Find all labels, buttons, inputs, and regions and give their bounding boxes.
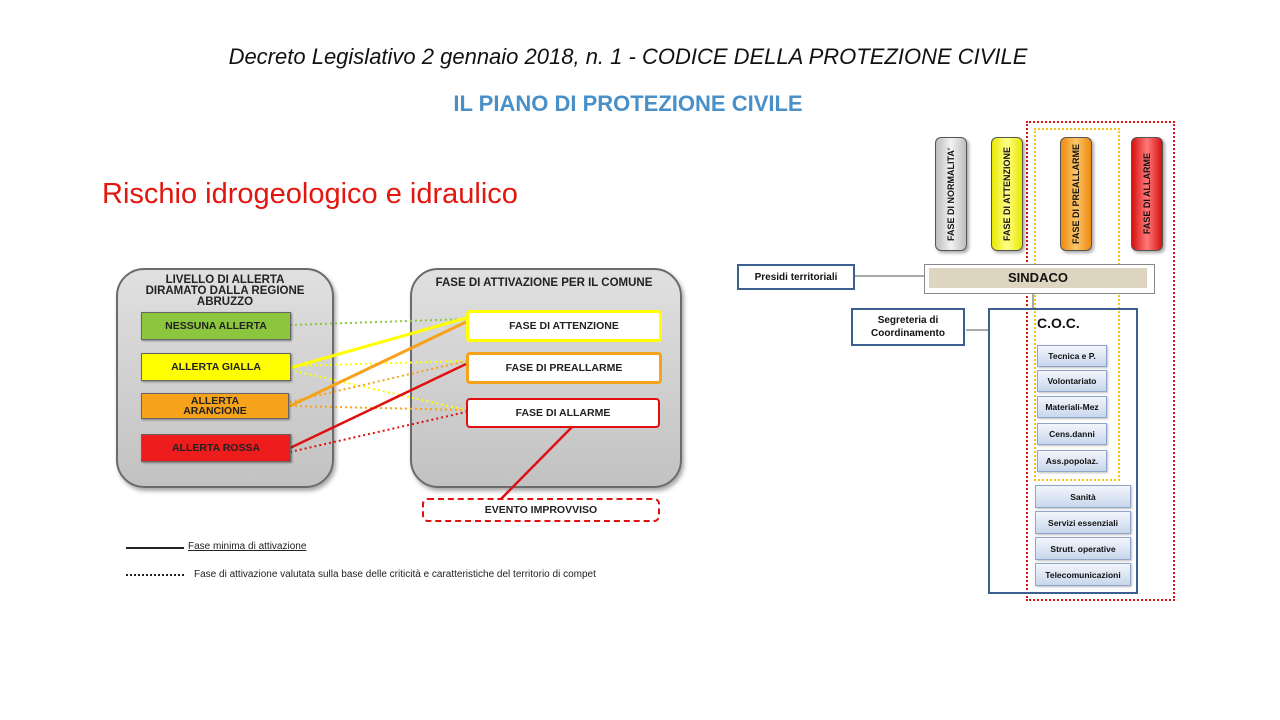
connector-yellow-alarm: [289, 369, 467, 411]
legend-dotted-text: Fase di attivazione valutata sulla base …: [194, 569, 596, 580]
coc-frame: [988, 308, 1138, 594]
connector-red-alarm: [289, 411, 467, 453]
alarm-scope-outline: [1026, 121, 1175, 601]
function-tecnica: Tecnica e P.: [1037, 345, 1107, 367]
org-phase-normal: FASE DI NORMALITA': [935, 137, 967, 251]
coc-label: C.O.C.: [1037, 315, 1080, 331]
connector-sudden-alarm: [499, 425, 574, 501]
alert-yellow-box: ALLERTA GIALLA: [141, 353, 291, 381]
function-assistenza-popolazione: Ass.popolaz.: [1037, 450, 1107, 472]
connector-none-attention: [289, 318, 467, 326]
function-servizi-essenziali: Servizi essenziali: [1035, 511, 1131, 534]
sudden-event-box: EVENTO IMPROVVISO: [422, 498, 660, 522]
section-title: Rischio idrogeologico e idraulico: [102, 178, 518, 210]
org-phase-alarm: FASE DI ALLARME: [1131, 137, 1163, 251]
sindaco-box: SINDACO: [929, 268, 1147, 288]
alert-level-panel-title: LIVELLO DI ALLERTA DIRAMATO DALLA REGION…: [145, 274, 305, 308]
alert-none-box: NESSUNA ALLERTA: [141, 312, 291, 340]
prealarm-scope-outline: [1034, 128, 1120, 481]
connector-yellow-prealarm: [289, 360, 467, 367]
connector-orange-alarm: [289, 405, 467, 411]
legend-solid-line: [126, 547, 184, 549]
legend-dotted-line: [126, 574, 184, 576]
connector-yellow-attention: [289, 316, 467, 370]
segreteria-box: Segreteria di Coordinamento: [851, 308, 965, 346]
function-telecomunicazioni: Telecomunicazioni: [1035, 563, 1131, 586]
legend-solid-text: Fase minima di attivazione: [188, 541, 307, 552]
function-sanita: Sanità: [1035, 485, 1131, 508]
function-strutture-operative: Strutt. operative: [1035, 537, 1131, 560]
phase-prealarm-box: FASE DI PREALLARME: [466, 352, 662, 384]
alert-red-box: ALLERTA ROSSA: [141, 434, 291, 462]
presidi-box: Presidi territoriali: [737, 264, 855, 290]
connector-red-prealarm: [289, 362, 467, 450]
org-phase-attention: FASE DI ATTENZIONE: [991, 137, 1023, 251]
function-volontariato: Volontariato: [1037, 370, 1107, 392]
function-materiali: Materiali-Mez: [1037, 396, 1107, 418]
connector-orange-prealarm: [289, 320, 467, 408]
alert-orange-box: ALLERTA ARANCIONE: [141, 393, 289, 419]
slide-title: Decreto Legislativo 2 gennaio 2018, n. 1…: [228, 44, 1028, 69]
activation-phase-panel-title: FASE DI ATTIVAZIONE PER IL COMUNE: [435, 277, 653, 289]
org-phase-prealarm: FASE DI PREALLARME: [1060, 137, 1092, 251]
phase-alarm-box: FASE DI ALLARME: [466, 398, 660, 428]
function-censimento-danni: Cens.danni: [1037, 423, 1107, 445]
connector-orange-attention: [289, 360, 467, 403]
slide-subtitle: IL PIANO DI PROTEZIONE CIVILE: [453, 91, 803, 116]
phase-attention-box: FASE DI ATTENZIONE: [466, 310, 662, 342]
